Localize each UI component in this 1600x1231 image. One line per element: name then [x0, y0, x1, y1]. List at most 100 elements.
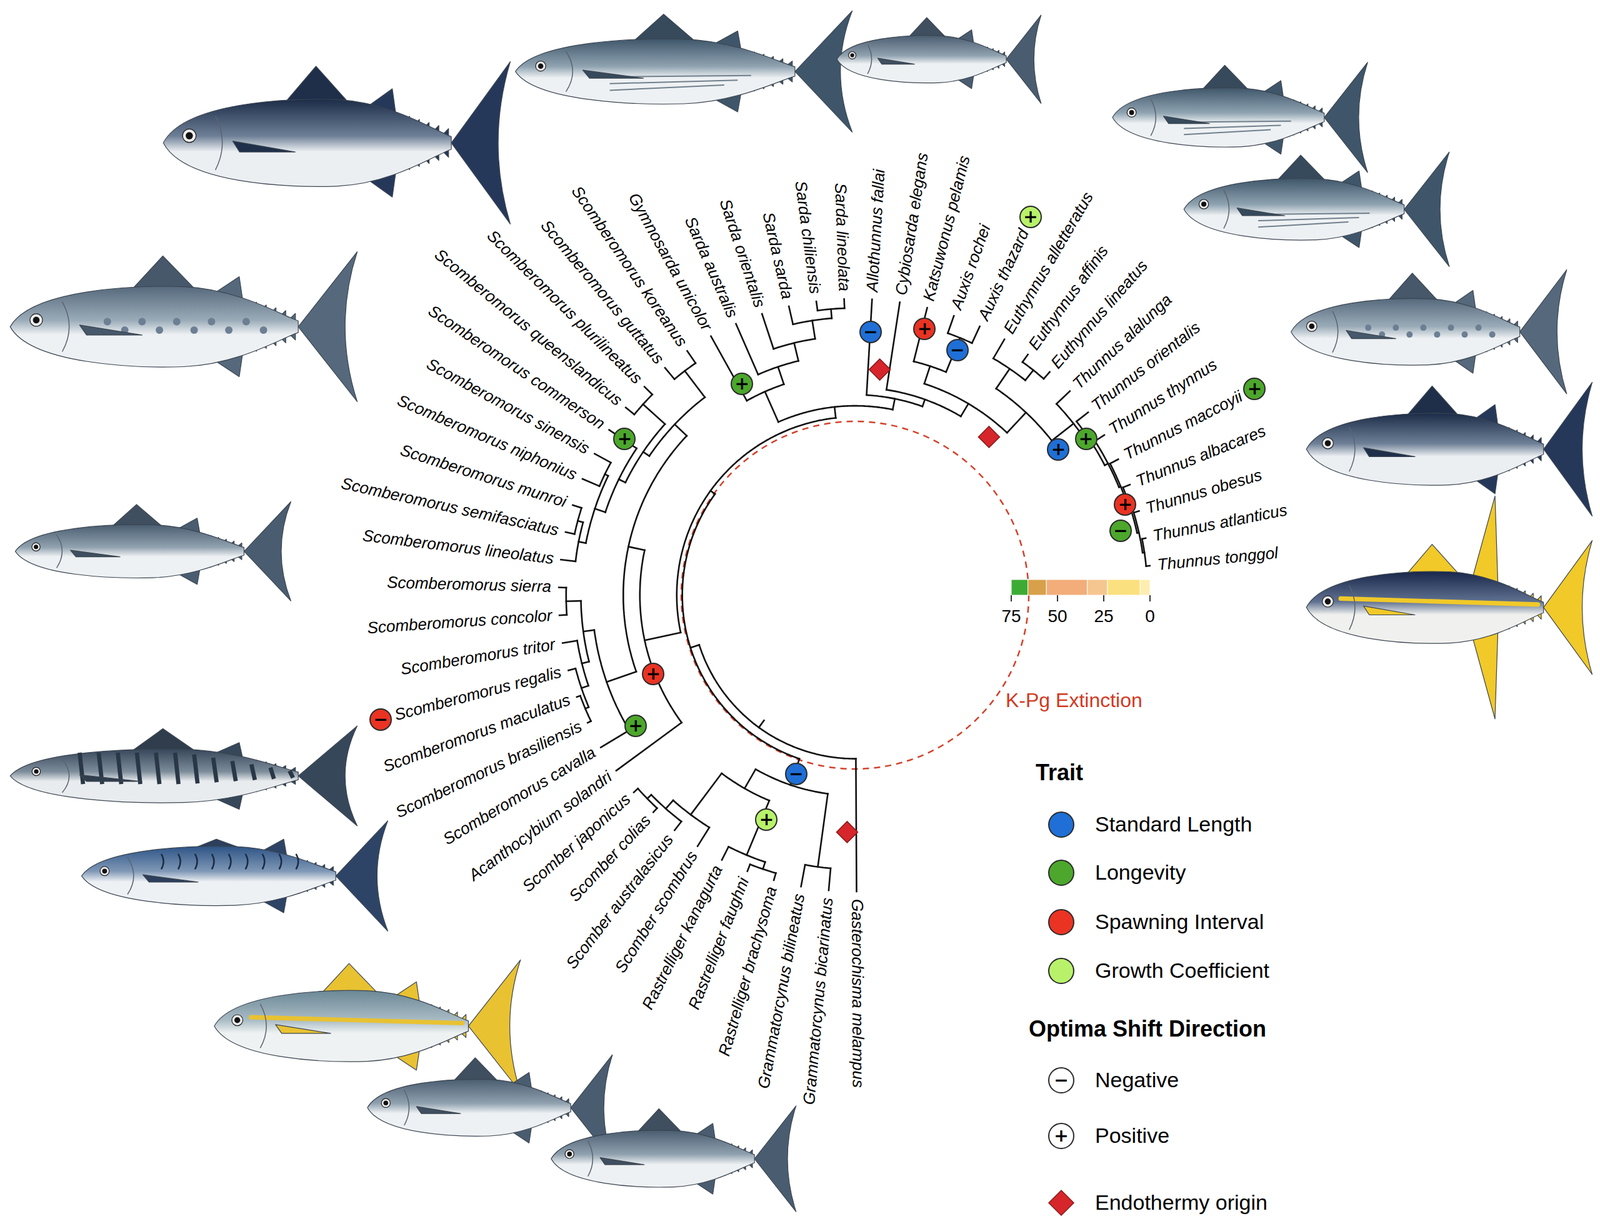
- shift-marker: −: [785, 762, 808, 785]
- branch-line: [653, 808, 657, 813]
- branch-arc: [699, 645, 857, 759]
- branch-line: [643, 404, 665, 425]
- fish-tail: [1543, 382, 1593, 517]
- shift-sign: +: [1247, 380, 1262, 398]
- legend-sign-circle: +: [1048, 1122, 1075, 1149]
- branch-line: [560, 559, 576, 562]
- branch-line: [773, 873, 776, 880]
- fish-pupil: [566, 1151, 572, 1157]
- fish-tail: [335, 820, 388, 931]
- branch-line: [1123, 484, 1130, 487]
- fish-eye: [31, 766, 40, 775]
- fish-tail: [451, 61, 510, 225]
- endothermy-diamond: [869, 358, 891, 380]
- branch-line: [947, 315, 954, 334]
- taxon-label: Grammatorcynus bicarinatus: [800, 896, 837, 1106]
- fish-illustration: [836, 15, 1042, 104]
- fish-body: [367, 1078, 571, 1136]
- fish-eye: [31, 542, 40, 551]
- fish-spot: [1461, 331, 1469, 338]
- branch-line: [747, 864, 750, 872]
- fish-tail: [795, 10, 853, 132]
- branch-arc: [682, 493, 800, 759]
- branch-line: [924, 366, 930, 384]
- fish-pupil: [1308, 323, 1315, 330]
- fish-pupil: [33, 544, 39, 549]
- branch-arc: [640, 550, 682, 723]
- fish-body: [10, 286, 299, 367]
- shift-marker: −: [859, 320, 882, 344]
- timescale-label: 75: [1001, 606, 1021, 627]
- shift-marker: +: [1243, 377, 1266, 400]
- fish-illustrations: [10, 10, 1592, 1212]
- fish-gill: [56, 534, 63, 568]
- timescale-tick: [1103, 595, 1105, 602]
- fish-gill: [566, 51, 574, 92]
- fish-spot: [1392, 324, 1399, 331]
- fish-stripe: [279, 853, 282, 870]
- branch-line: [572, 505, 582, 509]
- branch-line: [606, 671, 637, 682]
- fish-eye: [100, 866, 110, 876]
- branch-line: [690, 645, 700, 649]
- taxon-label: Sarda sarda: [758, 210, 797, 302]
- fish-stripe: [610, 80, 739, 84]
- endothermy-diamond: [836, 821, 858, 843]
- fish-body: [1306, 413, 1544, 485]
- fish-eye: [231, 1014, 244, 1026]
- fish-spot: [173, 318, 181, 326]
- legend-endothermy-diamond: [1048, 1190, 1074, 1215]
- fish-stripe: [1258, 221, 1349, 227]
- branch-arc: [886, 389, 961, 417]
- fish-anal-fin: [1471, 631, 1498, 719]
- branch-line: [685, 370, 705, 397]
- fish-pectoral-fin: [1163, 116, 1210, 124]
- fish-pupil: [1325, 440, 1332, 447]
- fish-pupil: [1201, 201, 1207, 207]
- fish-illustration: [1112, 62, 1368, 173]
- shift-marker: +: [641, 662, 665, 685]
- branch-line: [675, 424, 687, 436]
- fish-gill: [260, 1003, 267, 1049]
- branch-line: [595, 508, 606, 513]
- fish-stripe: [1183, 129, 1271, 135]
- fish-illustration: [1306, 382, 1592, 517]
- legend-text: Longevity: [1095, 860, 1187, 885]
- shift-sign: +: [617, 430, 632, 448]
- fish-spot: [1406, 331, 1413, 338]
- fish-stripe: [211, 853, 215, 870]
- branch-line: [812, 320, 816, 339]
- branch-line: [647, 794, 652, 799]
- branch-line: [1043, 371, 1050, 379]
- shift-sign: −: [373, 710, 388, 729]
- branch-line: [788, 306, 794, 325]
- fish-stripe: [251, 764, 255, 780]
- fish-tail: [1324, 62, 1368, 173]
- fish-illustration: [1183, 151, 1450, 267]
- timescale-tick: [1056, 595, 1059, 602]
- fish-spot: [1365, 324, 1372, 331]
- branch-line: [1110, 459, 1119, 464]
- branch-line: [625, 407, 635, 415]
- fish-body: [1183, 178, 1404, 241]
- fish-eye: [182, 128, 197, 143]
- branch-arc: [651, 794, 682, 822]
- fish-stripe: [270, 767, 275, 779]
- fish-gill: [404, 1090, 410, 1125]
- fish-pupil: [33, 316, 40, 324]
- fish-spot: [1475, 324, 1482, 331]
- legend-text: Standard Length: [1095, 811, 1252, 837]
- shift-sign: −: [950, 341, 965, 359]
- fish-spot: [242, 318, 250, 326]
- branch-line: [644, 386, 653, 395]
- fish-stripe: [213, 757, 217, 782]
- fish-gill: [62, 758, 70, 792]
- branch-line: [816, 301, 818, 311]
- branch-line: [697, 827, 710, 847]
- branch-line: [581, 661, 590, 664]
- fish-eye: [1306, 321, 1318, 332]
- fish-spot: [138, 318, 146, 326]
- branch-line: [594, 453, 611, 463]
- fish-illustration: [1291, 270, 1567, 394]
- fish-stripe: [178, 853, 181, 870]
